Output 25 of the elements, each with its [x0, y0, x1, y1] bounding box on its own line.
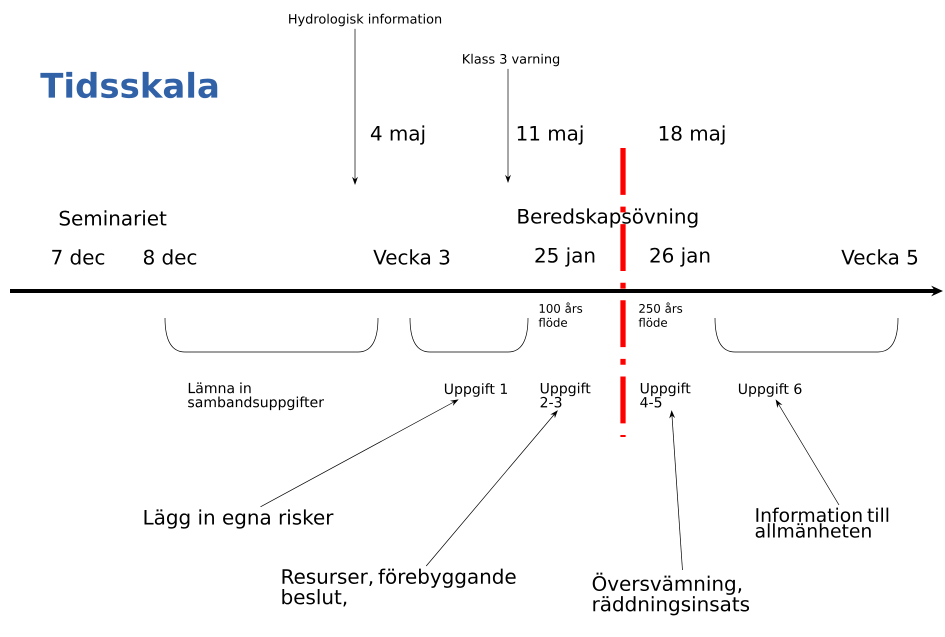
task-label: Uppgift 2-3	[540, 382, 590, 408]
time-label: 4 maj	[370, 125, 424, 145]
time-label: 100 års flöde	[538, 302, 582, 327]
time-label: 7 dec	[52, 249, 104, 265]
task-label: Information till allmänheten	[756, 508, 888, 538]
time-label: Seminariet	[60, 210, 166, 226]
time-label: Lämna in sambandsuppgifter	[188, 382, 324, 410]
time-label: Vecka 3	[373, 249, 450, 265]
time-label: 8 dec	[144, 249, 196, 265]
time-label: 18 maj	[660, 125, 725, 145]
time-label: 25 jan	[535, 247, 594, 267]
title: Tidsskala	[40, 72, 218, 98]
time-label: Vecka 5	[841, 249, 918, 265]
task-label: Uppgift 6	[738, 383, 802, 397]
time-label: Beredskapsövning	[518, 208, 698, 228]
task-label: Uppgift 4-5	[640, 382, 690, 408]
time-label: 26 jan	[650, 247, 710, 267]
time-label: 11 maj	[518, 125, 583, 145]
task-label: Uppgift 1	[444, 383, 507, 397]
task-label: Hydrologisk information	[289, 14, 442, 26]
task-label: Resurser, förebyggande beslut,	[282, 568, 516, 606]
task-label: Lägg in egna risker	[144, 509, 334, 529]
time-label: 250 års flöde	[638, 302, 682, 327]
task-label: Översvämning, räddningsinsats	[592, 572, 750, 616]
task-label: Klass 3 varning	[463, 54, 560, 66]
